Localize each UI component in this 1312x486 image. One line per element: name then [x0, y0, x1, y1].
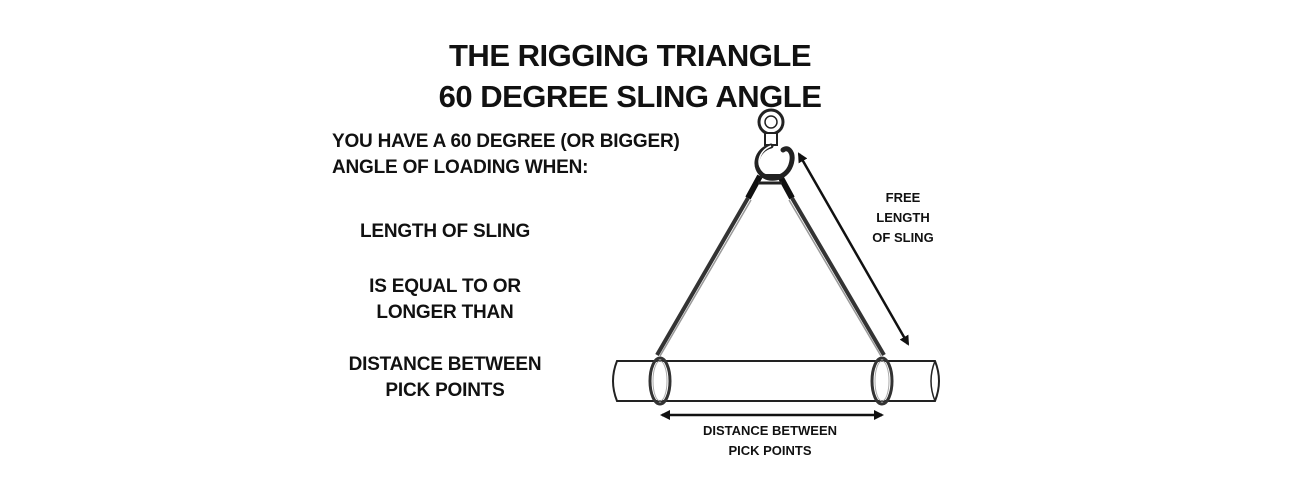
condition-distance-line-1: DISTANCE BETWEEN	[348, 354, 542, 375]
free-length-label-line-1: FREE	[885, 190, 921, 205]
free-length-label-line-2: LENGTH	[876, 210, 930, 225]
condition-distance-between-pick-points: DISTANCE BETWEEN PICK POINTS	[300, 352, 590, 404]
title-line-1: THE RIGGING TRIANGLE	[449, 38, 812, 73]
crane-hook-icon	[754, 108, 795, 185]
distance-label: DISTANCE BETWEEN PICK POINTS	[650, 421, 890, 461]
condition-length-of-sling-text: LENGTH OF SLING	[359, 221, 531, 242]
distance-label-line-2: PICK POINTS	[728, 443, 812, 458]
intro-line-1: YOU HAVE A 60 DEGREE (OR BIGGER)	[332, 131, 680, 152]
condition-equal-line-1: IS EQUAL TO OR	[369, 276, 521, 297]
free-length-arrow	[797, 152, 910, 346]
condition-length-of-sling: LENGTH OF SLING	[300, 219, 590, 245]
intro-line-2: ANGLE OF LOADING WHEN:	[332, 157, 589, 178]
free-length-label: FREE LENGTH OF SLING	[848, 188, 958, 248]
distance-label-line-1: DISTANCE BETWEEN	[702, 423, 838, 438]
choker-left	[648, 356, 672, 406]
condition-equal-line-2: LONGER THAN	[376, 302, 514, 323]
choker-right	[870, 356, 894, 406]
pipe-load	[612, 360, 940, 402]
intro-text: YOU HAVE A 60 DEGREE (OR BIGGER) ANGLE O…	[332, 129, 680, 181]
sling-left-leg	[655, 174, 763, 357]
title-line-2: 60 DEGREE SLING ANGLE	[438, 79, 822, 114]
condition-distance-line-2: PICK POINTS	[385, 380, 505, 401]
free-length-label-line-3: OF SLING	[872, 230, 934, 245]
condition-equal-or-longer: IS EQUAL TO OR LONGER THAN	[300, 274, 590, 326]
